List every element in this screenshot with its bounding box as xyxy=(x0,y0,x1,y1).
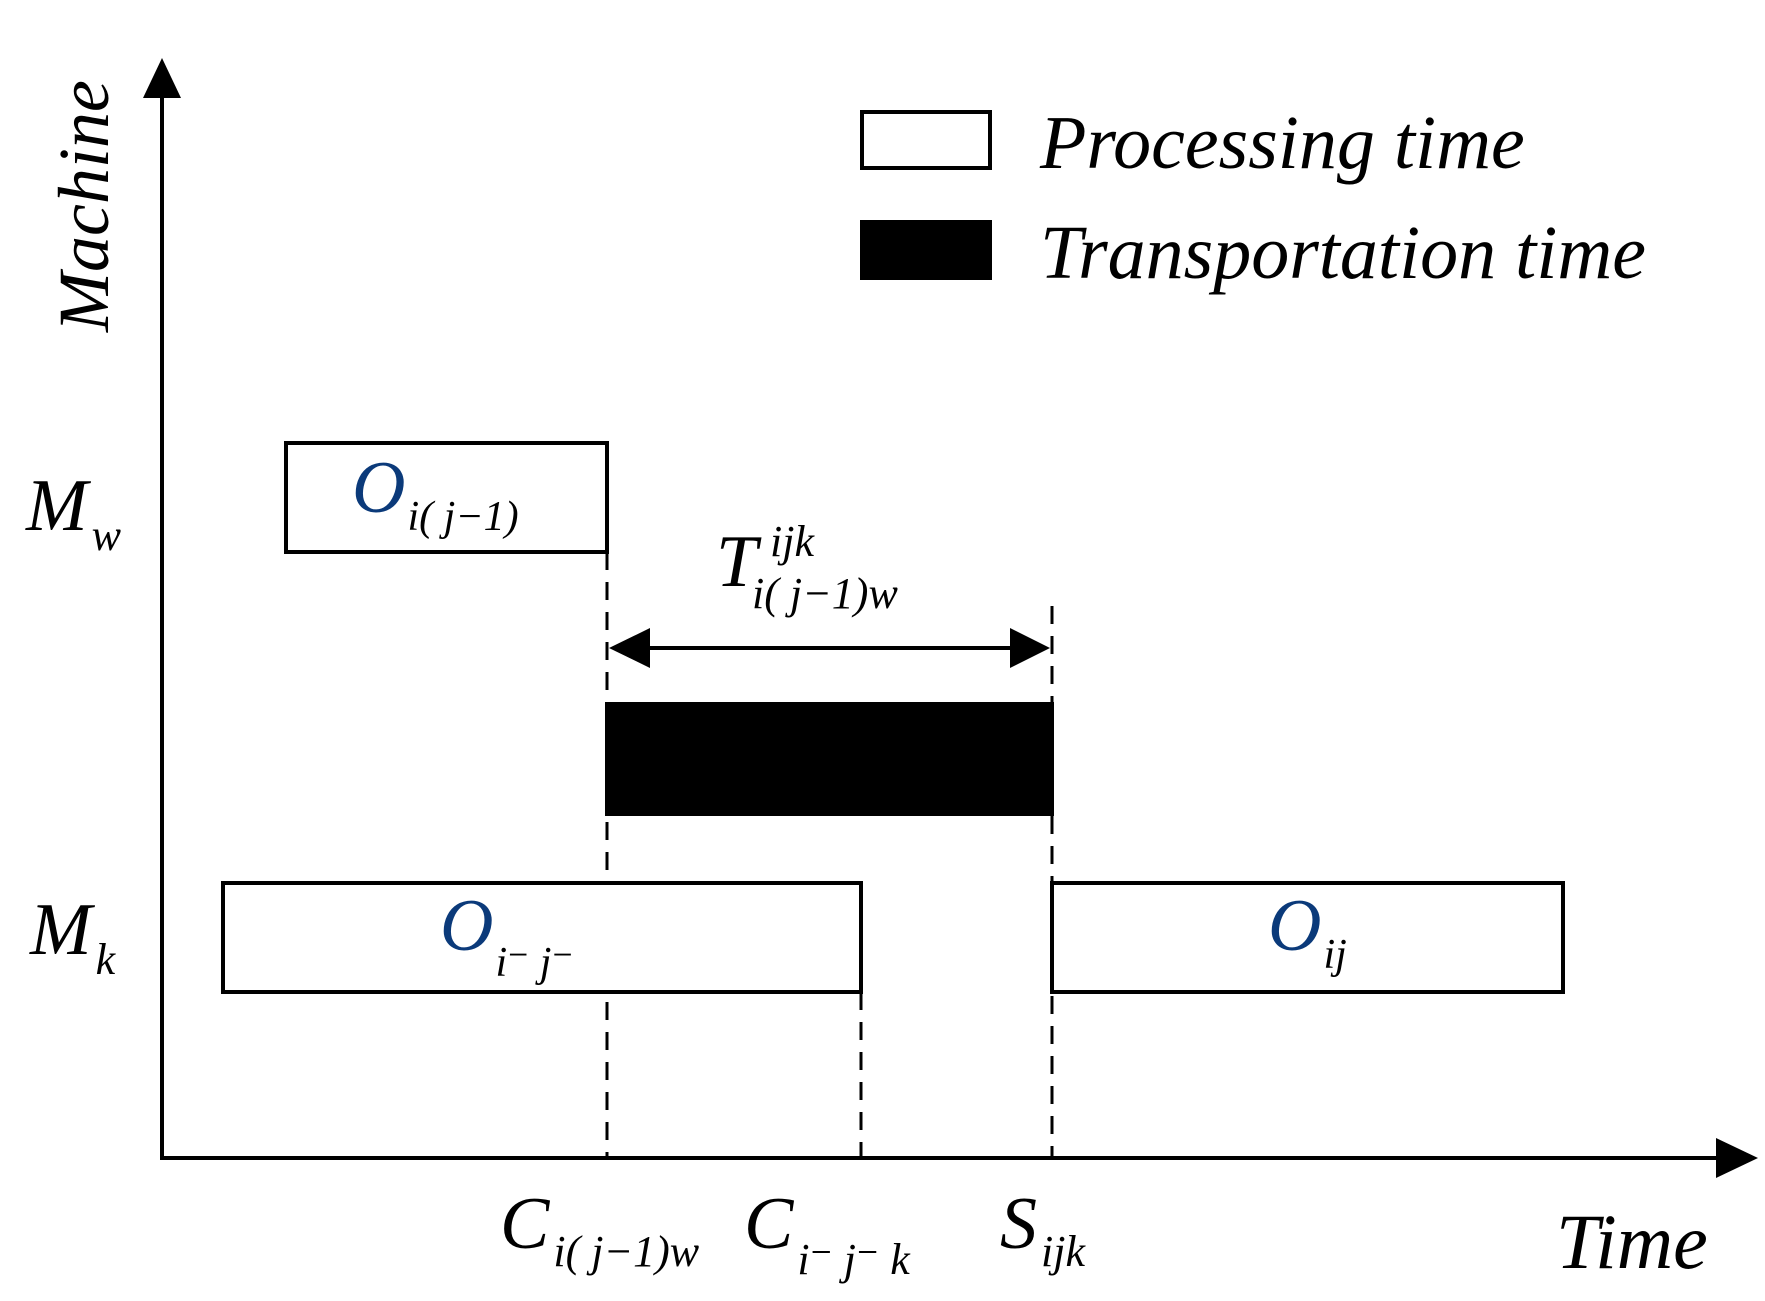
y-axis-label: Machine xyxy=(44,80,124,333)
transport: T ijk i( j−1)w xyxy=(605,517,1054,816)
legend: Processing time Transportation time xyxy=(860,101,1646,295)
machine-label-mw-sub: w xyxy=(92,511,122,560)
operation-label-other-letter: O xyxy=(440,885,493,967)
operation-label-prev-sub: i( j−1) xyxy=(407,494,518,540)
machine-label-mk-sub: k xyxy=(96,935,117,984)
legend-transportation-swatch xyxy=(860,220,992,280)
legend-transportation-label: Transportation time xyxy=(1040,211,1646,295)
operation-label-current: Oij xyxy=(1268,885,1347,978)
machine-label-mk: Mk xyxy=(29,889,117,984)
machine-label-mw: Mw xyxy=(25,465,122,560)
operation-blocks: Oi( j−1) Oi⁻ j⁻ Oij xyxy=(221,441,1565,994)
time-mark-c-prev-letter: C xyxy=(500,1183,551,1265)
operation-label-other-sub: i⁻ j⁻ xyxy=(495,940,573,986)
time-mark-c-other: Ci⁻ j⁻ k xyxy=(744,1183,911,1284)
time-mark-s-current-sub: ijk xyxy=(1041,1227,1086,1276)
time-mark-c-prev-sub: i( j−1)w xyxy=(553,1227,699,1276)
machine-label-mw-letter: M xyxy=(25,465,92,547)
transport-label-letter: T xyxy=(716,521,762,603)
legend-processing-label: Processing time xyxy=(1039,101,1525,185)
transport-label: T xyxy=(716,521,762,603)
operation-label-current-letter: O xyxy=(1268,885,1321,967)
time-markers: Ci( j−1)w Ci⁻ j⁻ k Sijk xyxy=(500,1183,1086,1284)
transport-block xyxy=(605,702,1054,816)
operation-label-current-sub: ij xyxy=(1323,932,1346,978)
axes: Machine Time xyxy=(44,58,1758,1285)
operation-block-other xyxy=(221,881,863,994)
machine-labels: Mw Mk xyxy=(25,465,122,984)
legend-processing-swatch xyxy=(860,110,992,170)
operation-label-prev-letter: O xyxy=(352,447,405,529)
time-mark-c-prev: Ci( j−1)w xyxy=(500,1183,700,1276)
y-axis-arrowhead xyxy=(143,58,181,98)
time-mark-c-other-sub: i⁻ j⁻ k xyxy=(797,1235,911,1284)
time-mark-c-other-letter: C xyxy=(744,1183,795,1265)
transport-arrowhead-left xyxy=(609,628,650,668)
time-mark-s-current: Sijk xyxy=(1000,1183,1086,1276)
operation-block-current xyxy=(1050,881,1565,994)
operation-label-other: Oi⁻ j⁻ xyxy=(440,885,574,986)
transport-arrowhead-right xyxy=(1010,628,1050,668)
x-axis-arrowhead xyxy=(1716,1138,1758,1178)
operation-block-prev xyxy=(284,441,609,554)
time-mark-s-current-letter: S xyxy=(1000,1183,1037,1265)
guide-lines xyxy=(605,552,1054,1158)
transport-label-sub: i( j−1)w xyxy=(752,569,898,618)
operation-label-prev: Oi( j−1) xyxy=(352,447,519,540)
x-axis-label: Time xyxy=(1556,1198,1708,1285)
transport-label-sup: ijk xyxy=(770,517,815,566)
machine-label-mk-letter: M xyxy=(29,889,96,971)
